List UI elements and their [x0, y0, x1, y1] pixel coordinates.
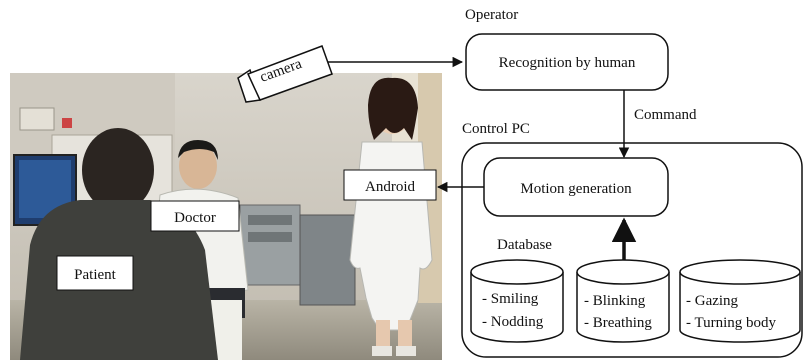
command-label: Command	[634, 107, 697, 123]
database-cylinder-3: - Gazing - Turning body	[679, 259, 801, 343]
database-2-line-2: - Breathing	[584, 315, 652, 331]
scene-photo	[10, 73, 442, 360]
database-label: Database	[497, 237, 552, 253]
recognition-label: Recognition by human	[499, 55, 636, 71]
database-3-line-1: - Gazing	[686, 293, 739, 309]
operator-label: Operator	[465, 7, 518, 23]
database-1-line-1: - Smiling	[482, 291, 539, 307]
android-tag: Android	[343, 169, 437, 201]
database-3-line-2: - Turning body	[686, 315, 777, 331]
database-cylinder-2: - Blinking - Breathing	[576, 259, 670, 343]
database-cylinder-1: - Smiling - Nodding	[470, 259, 564, 343]
control-pc-label: Control PC	[462, 121, 530, 137]
motion-generation-label: Motion generation	[520, 181, 632, 197]
patient-label: Patient	[74, 267, 116, 283]
control-pc-box	[461, 142, 803, 358]
patient-tag: Patient	[56, 255, 134, 291]
database-1-line-2: - Nodding	[482, 314, 544, 330]
android-label: Android	[365, 179, 415, 195]
database-2-line-1: - Blinking	[584, 293, 646, 309]
doctor-label: Doctor	[174, 210, 216, 226]
recognition-box	[465, 33, 669, 91]
doctor-tag: Doctor	[150, 200, 240, 232]
